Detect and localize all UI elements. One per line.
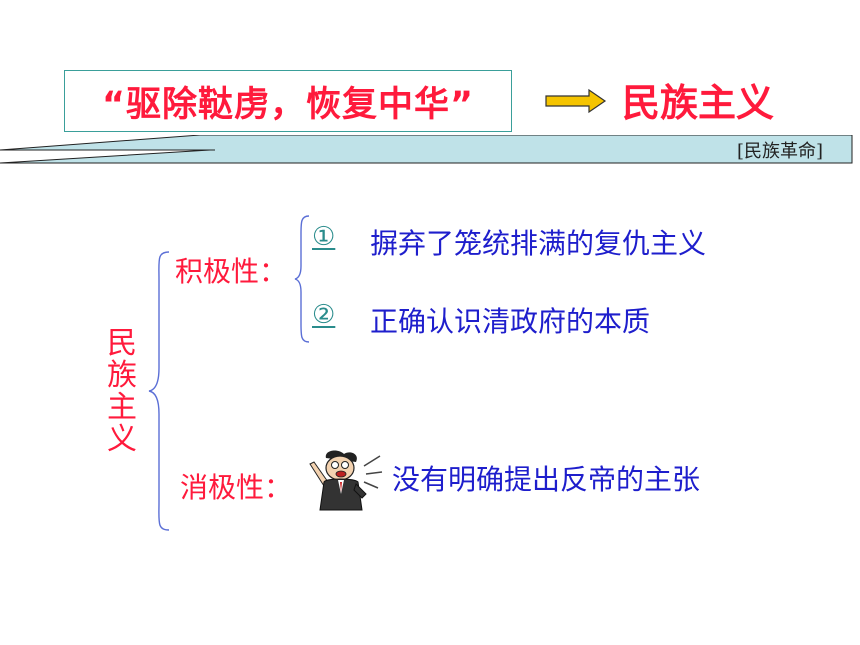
point-marker-1[interactable]: ①	[312, 222, 336, 252]
negative-point-1: 没有明确提出反帝的主张	[392, 463, 701, 496]
slogan-box: “驱除鞑虏，恢复中华”	[64, 70, 512, 132]
positive-point-2: 正确认识清政府的本质	[370, 305, 651, 338]
positive-brace	[294, 215, 310, 343]
point-marker-2[interactable]: ②	[312, 300, 336, 330]
slogan-text: “驱除鞑虏，恢复中华”	[101, 84, 474, 125]
banner-wedge	[0, 135, 853, 164]
root-label: 民族主义	[107, 326, 137, 457]
speaking-man-icon	[309, 450, 383, 511]
main-brace	[148, 251, 170, 531]
positive-point-1: 摒弃了笼统排满的复仇主义	[370, 227, 707, 260]
negative-label: 消极性：	[180, 471, 293, 504]
right-arrow-icon	[545, 88, 607, 114]
banner-tag: [民族革命]	[737, 141, 824, 162]
positive-label: 积极性：	[175, 255, 288, 288]
main-title: 民族主义	[622, 81, 775, 125]
